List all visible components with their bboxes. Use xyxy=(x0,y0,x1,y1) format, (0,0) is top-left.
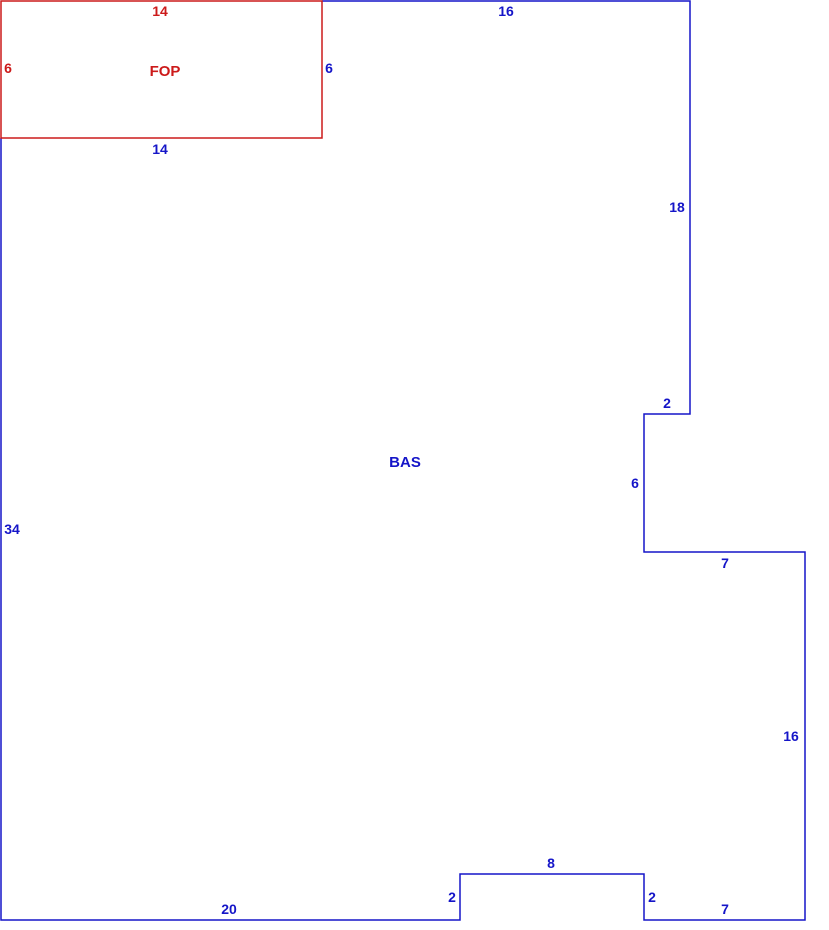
right-lower-dimension: 16 xyxy=(783,728,799,744)
bottom-right-dimension: 7 xyxy=(721,901,729,917)
bump-left-dimension: 2 xyxy=(448,889,456,905)
right-step-top-dimension: 7 xyxy=(721,555,729,571)
main-top-dimension: 16 xyxy=(498,3,514,19)
main-right-upper-dimension: 18 xyxy=(669,199,685,215)
bump-top-dimension: 8 xyxy=(547,855,555,871)
main-left-dimension: 34 xyxy=(4,521,20,537)
bump-right-dimension: 2 xyxy=(648,889,656,905)
main-area-outline xyxy=(0,0,806,921)
main-porch-bottom-dimension: 14 xyxy=(152,141,168,157)
porch-left-dimension: 6 xyxy=(4,60,12,76)
porch-top-dimension: 14 xyxy=(152,3,168,19)
notch-top-dimension: 2 xyxy=(663,395,671,411)
bottom-left-dimension: 20 xyxy=(221,901,237,917)
porch-right-dimension: 6 xyxy=(325,60,333,76)
main-area-label: BAS xyxy=(389,454,421,471)
porch-area-label: FOP xyxy=(150,63,181,80)
porch-area-outline xyxy=(0,0,323,139)
notch-side-dimension: 6 xyxy=(631,475,639,491)
